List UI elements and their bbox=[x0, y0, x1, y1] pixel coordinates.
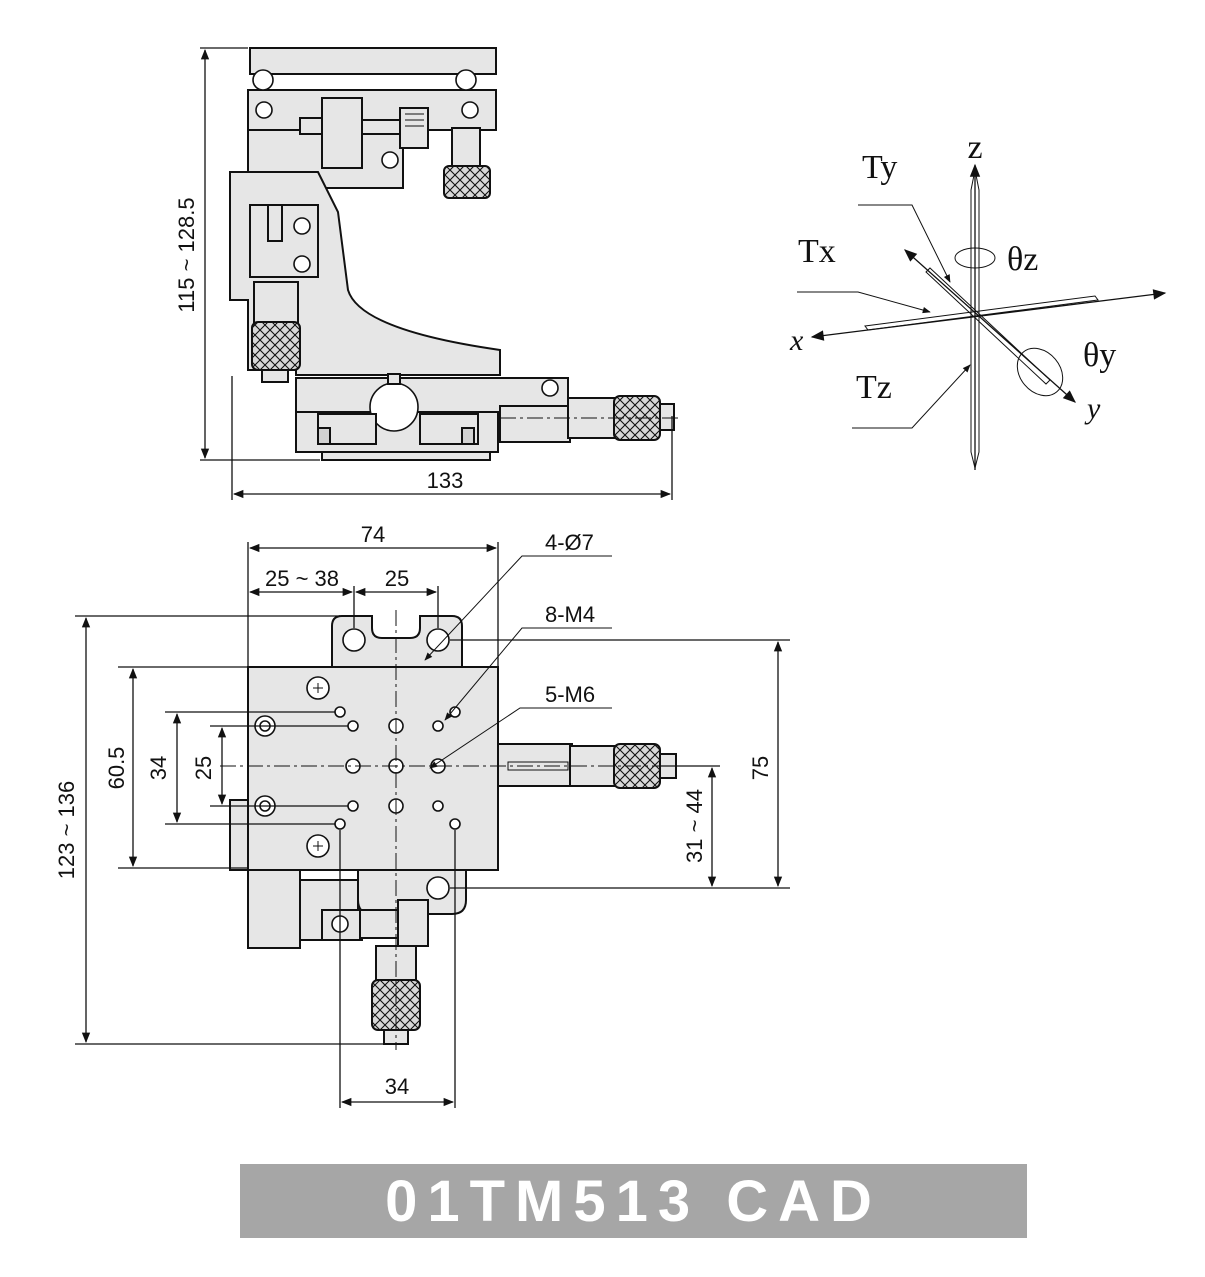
left-micrometer-knob[interactable] bbox=[251, 321, 301, 371]
tz-label: Tz bbox=[856, 369, 892, 406]
dim-25-vertical: 25 bbox=[191, 756, 216, 780]
tx-label: Tx bbox=[798, 233, 836, 270]
dim-25-38: 25 ~ 38 bbox=[265, 566, 339, 591]
callout-4-hole: 4-Ø7 bbox=[545, 530, 594, 555]
side-width-dimension: 133 bbox=[427, 468, 464, 493]
callout-8-m4: 8-M4 bbox=[545, 602, 595, 627]
dim-74: 74 bbox=[361, 522, 385, 547]
side-height-dimension: 115 ~ 128.5 bbox=[174, 197, 199, 312]
dim-25-pitch: 25 bbox=[385, 566, 409, 591]
main-plate bbox=[247, 666, 499, 871]
dim-31-44: 31 ~ 44 bbox=[682, 789, 707, 863]
dim-75: 75 bbox=[748, 756, 773, 780]
axis-y-label: y bbox=[1084, 392, 1101, 425]
theta-y-label: θy bbox=[1083, 337, 1116, 374]
title-banner: 01TM513 CAD bbox=[240, 1164, 1027, 1238]
axis-x-label: x bbox=[789, 324, 804, 357]
top-view: 74 25 ~ 38 25 4-Ø7 8-M4 5-M6 123 ~ 136 6… bbox=[54, 522, 790, 1108]
dim-60-5: 60.5 bbox=[104, 747, 129, 790]
axis-z-label: z bbox=[967, 129, 982, 166]
dim-34-vertical: 34 bbox=[146, 756, 171, 780]
dim-123-136: 123 ~ 136 bbox=[54, 781, 79, 879]
left-micrometer-body bbox=[253, 281, 299, 325]
callout-5-m6: 5-M6 bbox=[545, 682, 595, 707]
title-text: 01TM513 CAD bbox=[385, 1168, 882, 1234]
top-plate bbox=[249, 47, 497, 75]
axis-diagram: z x y Tx Ty Tz θz θy bbox=[789, 129, 1167, 470]
dim-34-bottom: 34 bbox=[385, 1074, 409, 1099]
upper-micrometer-knob[interactable] bbox=[443, 165, 491, 199]
theta-z-label: θz bbox=[1007, 241, 1038, 278]
side-view: 115 ~ 128.5 133 bbox=[174, 47, 680, 500]
upper-micrometer-body bbox=[451, 127, 481, 169]
ty-label: Ty bbox=[862, 149, 897, 186]
